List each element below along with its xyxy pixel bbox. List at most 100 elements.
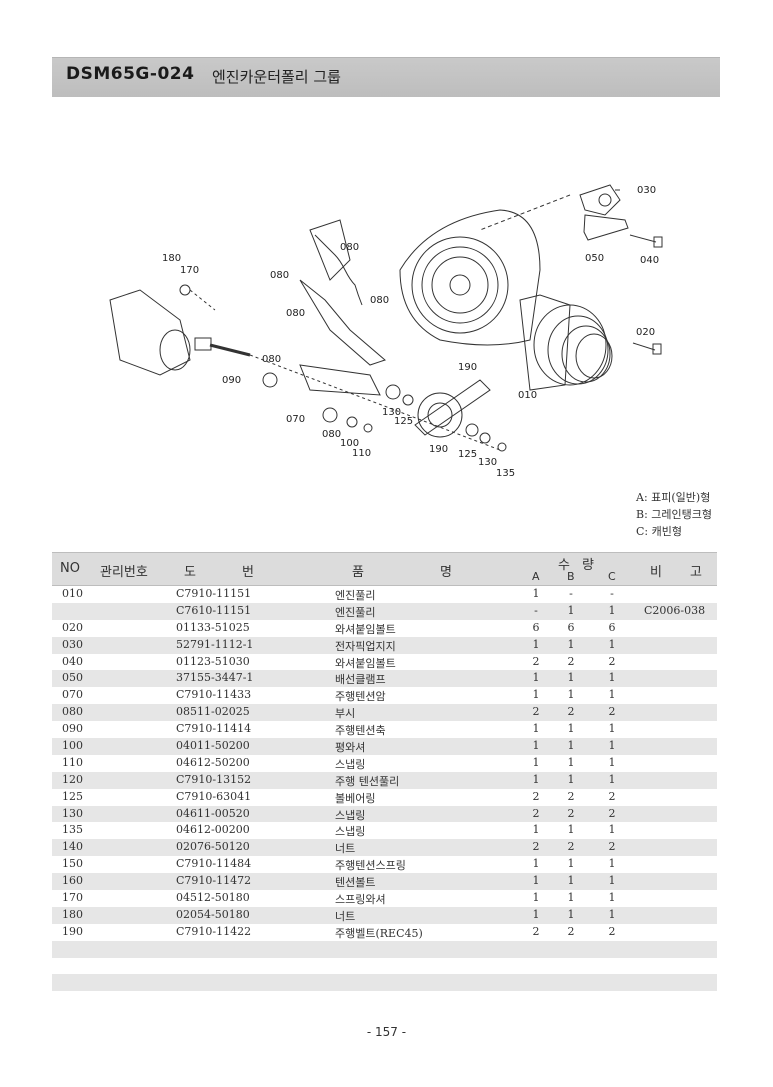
- cell-part: C7910-11472: [176, 874, 252, 888]
- cell-a: 2: [532, 840, 540, 854]
- cell-part: 04612-50200: [176, 755, 250, 769]
- cell-no: 030: [62, 637, 83, 651]
- cell-part: 04512-50180: [176, 891, 250, 905]
- cell-part: 04612-00200: [176, 823, 250, 837]
- cell-b: 1: [567, 891, 575, 905]
- cell-no: 140: [62, 840, 83, 854]
- cell-a: 6: [532, 620, 540, 634]
- header-bi: 비: [650, 565, 662, 580]
- cell-a: 1: [532, 587, 540, 600]
- cell-b: 6: [567, 620, 575, 634]
- callout-100: 100: [340, 438, 359, 449]
- cell-no: 050: [62, 671, 83, 685]
- cell-c: 2: [608, 924, 616, 938]
- cell-a: 2: [532, 806, 540, 820]
- cell-a: 1: [532, 907, 540, 921]
- cell-a: 1: [532, 891, 540, 905]
- cell-part: 01133-51025: [176, 620, 250, 634]
- cell-b: 1: [567, 907, 575, 921]
- cell-c: 1: [608, 603, 616, 617]
- cell-b: 2: [567, 705, 575, 719]
- page-number: - 157 -: [366, 1025, 407, 1039]
- cell-part: 04011-50200: [176, 739, 250, 753]
- cell-name: 주행텐션축: [335, 724, 386, 738]
- callout-050: 050: [585, 253, 604, 264]
- cell-b: 2: [567, 840, 575, 854]
- cell-b: 2: [567, 654, 575, 668]
- cell-c: 2: [608, 654, 616, 668]
- cell-b: 2: [567, 789, 575, 803]
- callout-180: 180: [162, 253, 181, 264]
- cell-b: 2: [567, 924, 575, 938]
- cell-c: 1: [608, 772, 616, 786]
- cell-c: 1: [608, 755, 616, 769]
- header-no: NO: [60, 561, 80, 576]
- cell-name: 주행텐션스프링: [335, 859, 406, 873]
- cell-c: 1: [608, 891, 616, 905]
- cell-name: 너트: [335, 909, 356, 923]
- cell-name: 스냅링: [335, 757, 366, 771]
- callout-080-e: 080: [262, 354, 281, 365]
- header-su: 수: [558, 558, 570, 573]
- cell-b: 1: [567, 874, 575, 888]
- callout-125-a: 125: [394, 416, 413, 427]
- cell-part: 02076-50120: [176, 840, 250, 854]
- cell-no: 130: [62, 806, 83, 820]
- cell-name: 와셔붙임볼트: [335, 656, 396, 670]
- cell-part: 08511-02025: [176, 705, 250, 719]
- header-myeong: 명: [440, 565, 452, 580]
- cell-name: 주행벨트(REC45): [335, 926, 423, 940]
- cell-no: 160: [62, 874, 83, 888]
- callout-125-b: 125: [458, 449, 477, 460]
- cell-part: 01123-51030: [176, 654, 250, 668]
- engine-pulley-outer: [411, 236, 509, 334]
- cell-b: 1: [567, 755, 575, 769]
- model-code: DSM65G-024: [66, 64, 195, 84]
- legend-a: A: 표피(일반)형: [636, 491, 711, 504]
- belt-190: [414, 379, 491, 436]
- callout-190-a: 190: [458, 362, 477, 373]
- table-row: [52, 974, 717, 992]
- header-ryang: 량: [582, 558, 594, 573]
- legend-c: C: 캐빈형: [636, 525, 682, 538]
- callout-020: 020: [636, 327, 655, 338]
- cell-a: 1: [532, 688, 540, 702]
- cell-c: 1: [608, 739, 616, 753]
- table-row: [52, 940, 717, 958]
- cell-c: 6: [608, 620, 616, 634]
- callout-080-b: 080: [270, 270, 289, 281]
- header-c: C: [608, 570, 616, 583]
- exploded-view-drawing: 030 050 040 020 010 080 080 080 080 080 …: [109, 184, 663, 479]
- tension-shaft-090: [209, 343, 251, 357]
- cell-part: 37155-3447-1: [176, 671, 254, 685]
- cell-name: 전자픽업지지: [335, 639, 396, 653]
- callout-130-a: 130: [382, 407, 401, 418]
- cell-no: 010: [62, 587, 83, 600]
- cell-a: 2: [532, 654, 540, 668]
- cell-part: C7610-11151: [176, 603, 252, 617]
- cell-b: 1: [567, 603, 575, 617]
- header-go: 고: [690, 565, 702, 580]
- cell-name: 부시: [335, 707, 356, 721]
- callout-130-b: 130: [478, 457, 497, 468]
- cell-c: 1: [608, 907, 616, 921]
- cell-b: 2: [567, 806, 575, 820]
- cell-c: 2: [608, 789, 616, 803]
- clamp-050: [583, 214, 629, 241]
- tension-spring: [314, 234, 363, 306]
- cell-c: 1: [608, 857, 616, 871]
- cell-name: 볼베어링: [335, 791, 376, 805]
